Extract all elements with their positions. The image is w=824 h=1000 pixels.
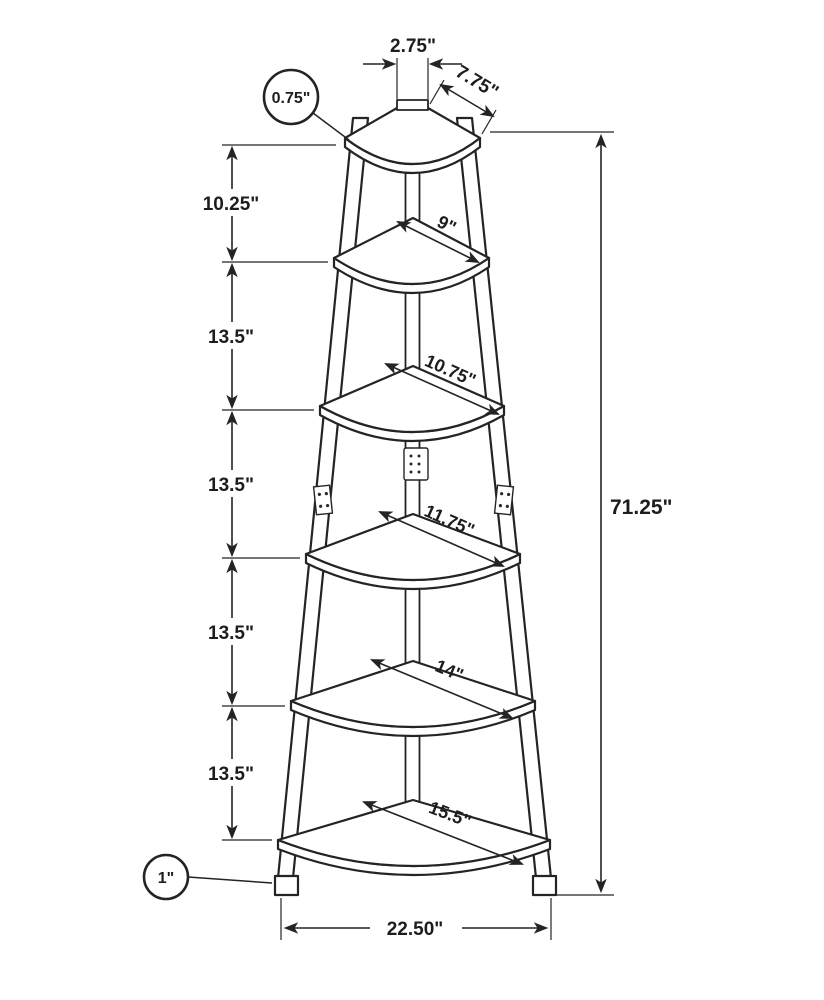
left-mounting-plate: [312, 484, 334, 516]
left-foot: [273, 874, 300, 897]
callout-circle-foot: [142, 853, 190, 901]
top-notch: [396, 99, 429, 111]
callout-circle: [262, 68, 320, 126]
callout-foot-height: 1": [142, 853, 273, 901]
callout-top-thickness: 0.75": [262, 68, 350, 141]
top-shelf: [343, 99, 482, 174]
dim-spacing-2-label: 13.5": [208, 327, 254, 348]
dim-spacing-3-label: 13.5": [208, 475, 254, 496]
dim-spacing-1-label: 10.25": [203, 194, 260, 215]
shelf-structure: [273, 99, 558, 897]
dim-base-width-label: 22.50": [387, 919, 444, 940]
dim-spacing-chain: 10.25" 13.5" 13.5" 13.5" 13.5": [191, 144, 336, 841]
dim-base-width: 22.50": [280, 898, 552, 941]
dim-spacing-5-label: 13.5": [208, 764, 254, 785]
shelf-4: [304, 512, 522, 591]
dim-top-width: 2.75": [363, 36, 462, 99]
dim-total-height-label: 71.25": [610, 496, 673, 519]
callout-foot-height-label: 1": [158, 870, 174, 887]
right-foot: [531, 874, 558, 897]
shelf-5: [289, 659, 537, 738]
dim-top-width-label: 2.75": [390, 36, 436, 57]
dim-spacing-4-label: 13.5": [208, 623, 254, 644]
shelf-6-bottom: [276, 798, 552, 877]
dim-top-edge-label: 7.75": [452, 61, 502, 103]
callout-top-thickness-label: 0.75": [272, 90, 311, 107]
center-mounting-plate: [403, 447, 429, 481]
right-mounting-plate: [493, 484, 515, 516]
dim-total-height: 71.25": [490, 131, 695, 896]
